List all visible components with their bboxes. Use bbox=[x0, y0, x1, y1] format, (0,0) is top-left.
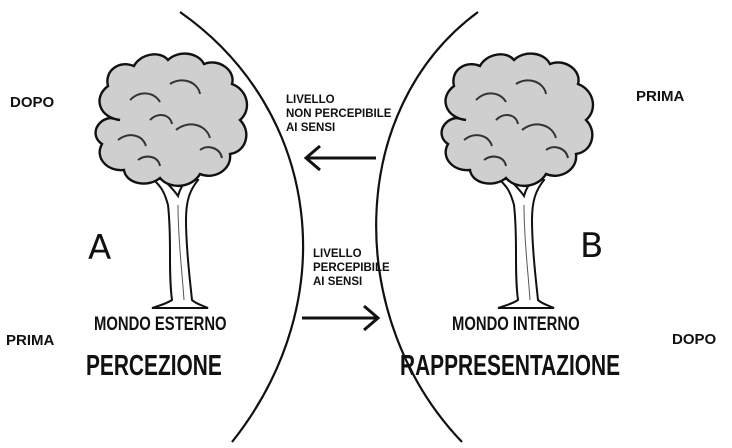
arrow-right-icon bbox=[302, 304, 381, 332]
tree-right-icon bbox=[440, 52, 595, 309]
upper-level-line3: AI SENSI bbox=[286, 122, 336, 134]
lower-level-line3: AI SENSI bbox=[313, 276, 363, 288]
letter-b: B bbox=[580, 226, 604, 266]
right-process-label: RAPPRESENTAZIONE bbox=[400, 350, 621, 382]
arrow-left-icon bbox=[303, 144, 376, 172]
lower-level-line1: LIVELLO bbox=[313, 248, 362, 260]
left-boundary-curve bbox=[179, 11, 305, 443]
lower-level-text: LIVELLO PERCEPIBILE AI SENSI bbox=[313, 247, 390, 289]
upper-level-text: LIVELLO NON PERCEPIBILE AI SENSI bbox=[286, 93, 391, 135]
left-process-label: PERCEZIONE bbox=[86, 350, 222, 382]
tree-left-icon bbox=[94, 52, 249, 309]
lower-level-line2: PERCEPIBILE bbox=[313, 262, 390, 274]
left-top-label: DOPO bbox=[10, 94, 55, 111]
right-world-label: MONDO INTERNO bbox=[452, 314, 580, 335]
upper-level-line1: LIVELLO bbox=[286, 94, 335, 106]
letter-a: A bbox=[88, 228, 112, 268]
left-world-label: MONDO ESTERNO bbox=[94, 314, 227, 335]
right-bottom-label: DOPO bbox=[672, 331, 717, 348]
right-boundary-curve bbox=[375, 11, 479, 443]
right-top-label: PRIMA bbox=[636, 88, 685, 105]
left-bottom-label: PRIMA bbox=[6, 332, 55, 349]
upper-level-line2: NON PERCEPIBILE bbox=[286, 108, 392, 120]
